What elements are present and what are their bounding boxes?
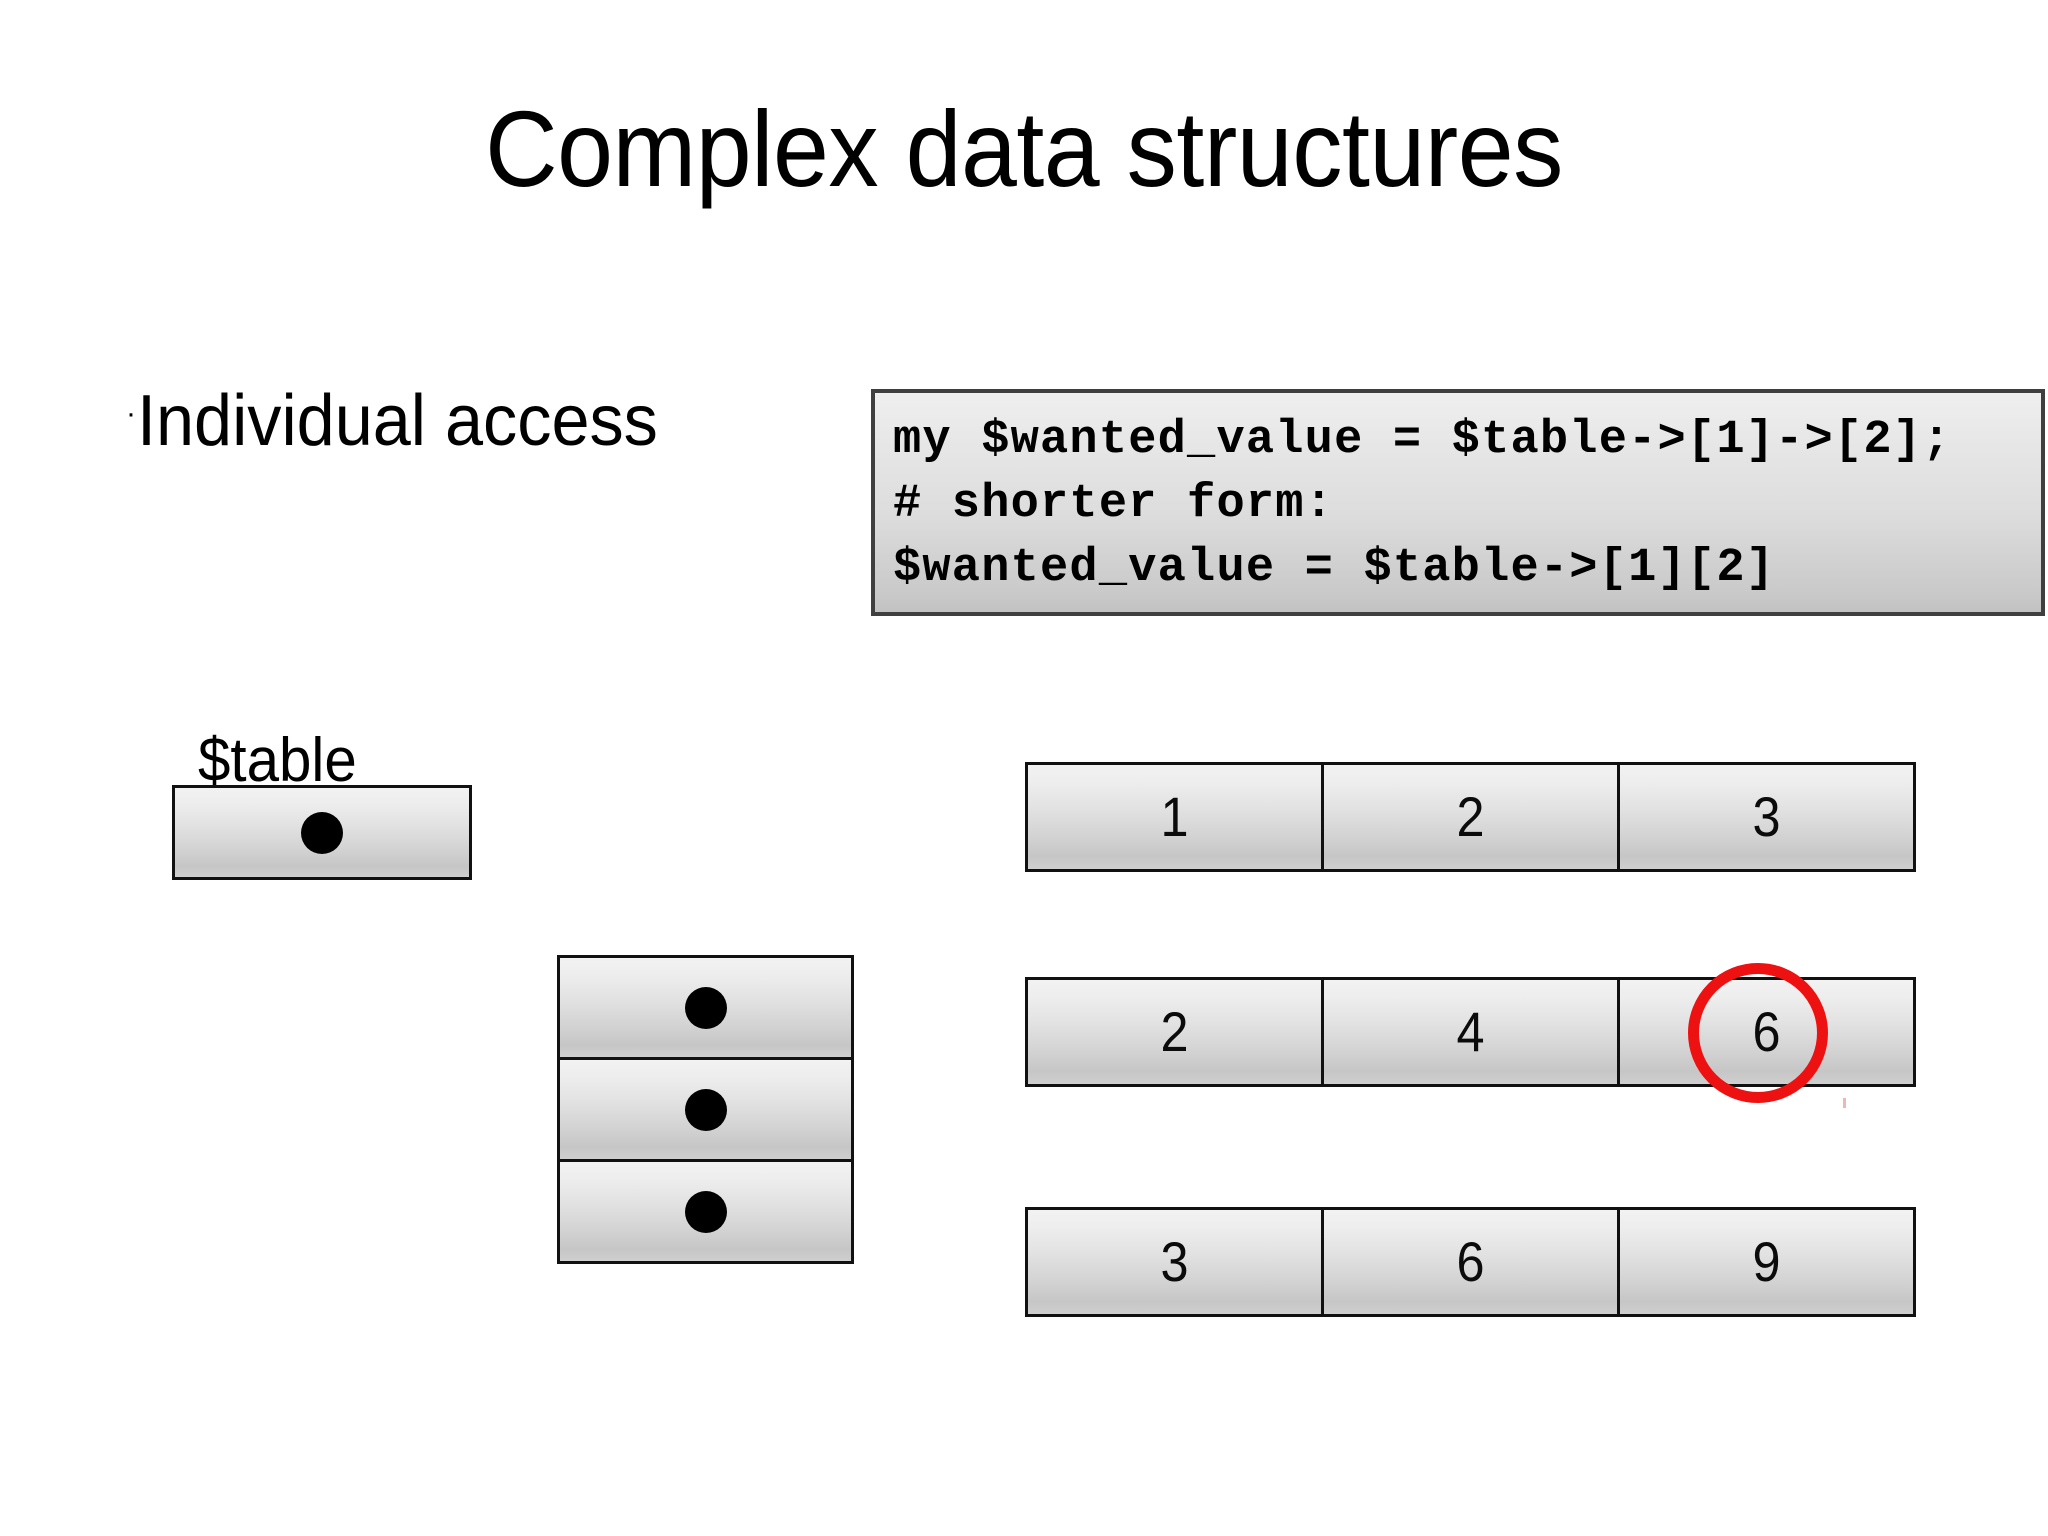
code-line: $wanted_value = $table->[1][2] (893, 542, 1776, 595)
list-item (557, 1057, 854, 1162)
table-cell: 4 (1321, 977, 1620, 1087)
bullet-marker-icon: · (126, 397, 136, 430)
list-item (557, 955, 854, 1060)
cell-value: 3 (1752, 785, 1781, 848)
table-row: 3 6 9 (1025, 1207, 1916, 1317)
table-cell: 9 (1617, 1207, 1916, 1317)
table-variable-label: $table (198, 726, 357, 795)
cell-value: 6 (1752, 1000, 1781, 1063)
cell-value: 4 (1456, 1000, 1485, 1063)
pointer-array-stack (557, 955, 854, 1264)
table-cell: 3 (1025, 1207, 1324, 1317)
pointer-dot-icon (684, 1190, 727, 1233)
pointer-dot-icon (684, 1088, 727, 1131)
table-cell: 2 (1025, 977, 1324, 1087)
stray-mark (1843, 1098, 1846, 1108)
table-cell: 1 (1025, 762, 1324, 872)
table-cell: 2 (1321, 762, 1620, 872)
table-cell-highlighted: 6 (1617, 977, 1916, 1087)
page-title: Complex data structures (485, 88, 1563, 209)
table-row: 1 2 3 (1025, 762, 1916, 872)
table-cell: 3 (1617, 762, 1916, 872)
code-line: # shorter form: (893, 478, 1335, 531)
cell-value: 2 (1160, 1000, 1189, 1063)
table-row: 2 4 6 (1025, 977, 1916, 1087)
table-cell: 6 (1321, 1207, 1620, 1317)
cell-value: 1 (1160, 785, 1189, 848)
root-pointer-cell (172, 785, 472, 880)
cell-value: 2 (1456, 785, 1485, 848)
code-line: my $wanted_value = $table->[1]->[2]; (893, 414, 1952, 467)
pointer-dot-icon (301, 811, 343, 854)
bullet-item-individual-access: · Individual access (126, 385, 685, 457)
code-block: my $wanted_value = $table->[1]->[2]; # s… (871, 389, 2045, 616)
cell-value: 6 (1456, 1230, 1485, 1293)
bullet-item-label: Individual access (137, 381, 658, 461)
pointer-dot-icon (684, 986, 727, 1029)
cell-value: 9 (1752, 1230, 1781, 1293)
cell-value: 3 (1160, 1230, 1189, 1293)
list-item (557, 1159, 854, 1264)
